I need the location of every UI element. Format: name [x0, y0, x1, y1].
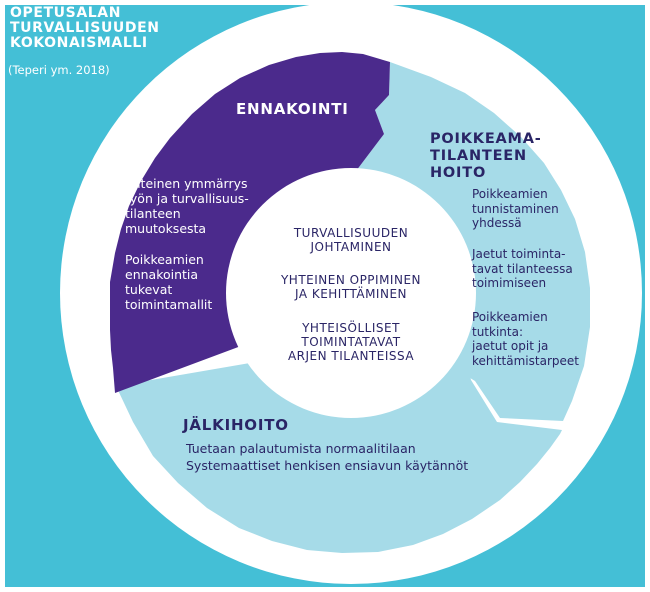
title-line: kokonaismalli	[10, 35, 148, 51]
center-item-toimintatavat: Yhteisölliset toimintatavat arjen tilant…	[241, 321, 461, 363]
heading-poikkeama: Poikkeama- tilanteen hoito	[430, 131, 542, 182]
ennakointi-text-2: Poikkeamien ennakointia tukevat toiminta…	[125, 252, 212, 312]
text-line: Tuetaan palautumista normaalitilaan	[186, 441, 416, 456]
text-line: tunnistaminen	[472, 201, 559, 216]
center-circle	[226, 168, 476, 418]
source-citation: (Teperi ym. 2018)	[8, 63, 110, 77]
text-line: Poikkeamien	[125, 252, 204, 267]
text-line: toimintamallit	[125, 297, 213, 312]
heading-jalkihoito: Jälkihoito	[183, 416, 289, 434]
text-line: työn ja turvallisuus-	[125, 191, 249, 206]
title-line: turvallisuuden	[10, 20, 160, 36]
diagram-title: Opetusalan turvallisuuden kokonaismalli	[10, 6, 160, 51]
poikkeama-text-1: Poikkeamien tunnistaminen yhdessä	[472, 187, 559, 231]
center-line: Yhteisölliset	[302, 321, 400, 335]
text-line: jaetut opit ja	[472, 339, 549, 353]
center-line: johtaminen	[310, 240, 392, 254]
text-line: tavat tilanteessa	[472, 261, 573, 276]
text-line: tutkinta:	[472, 324, 524, 339]
segment-jalkihoito	[116, 354, 562, 553]
center-line: toimintatavat	[301, 335, 401, 349]
text-line: Yhteinen ymmärrys	[125, 176, 248, 191]
text-line: ennakointia	[125, 267, 199, 282]
jalkihoito-text: Tuetaan palautumista normaalitilaan Syst…	[186, 440, 468, 474]
heading-line: tilanteen	[430, 148, 527, 164]
text-line: tilanteen	[125, 206, 181, 221]
text-line: toimimiseen	[472, 276, 547, 290]
poikkeama-text-2: Jaetut toiminta- tavat tilanteessa toimi…	[472, 247, 573, 291]
text-line: Systemaattiset henkisen ensiavun käytänn…	[186, 458, 469, 473]
text-line: Jaetut toiminta-	[472, 247, 566, 261]
text-line: Poikkeamien	[472, 310, 548, 324]
text-line: tukevat	[125, 282, 173, 297]
text-line: yhdessä	[472, 216, 522, 230]
heading-line: hoito	[430, 165, 487, 181]
center-line: arjen tilanteissa	[287, 349, 415, 363]
text-line: kehittämistarpeet	[472, 353, 579, 368]
center-line: ja kehittäminen	[294, 287, 408, 301]
heading-line: Poikkeama-	[430, 131, 542, 147]
center-line: Turvallisuuden	[293, 226, 409, 240]
segment-poikkeama	[353, 62, 590, 421]
center-item-oppiminen: Yhteinen oppiminen ja kehittäminen	[241, 273, 461, 301]
heading-ennakointi: Ennakointi	[236, 100, 349, 118]
center-line: Yhteinen oppiminen	[280, 273, 422, 287]
center-item-johtaminen: Turvallisuuden johtaminen	[241, 226, 461, 254]
poikkeama-text-3: Poikkeamien tutkinta: jaetut opit ja keh…	[472, 310, 579, 368]
text-line: Poikkeamien	[472, 187, 548, 201]
title-line: Opetusalan	[10, 5, 122, 21]
text-line: muutoksesta	[125, 221, 207, 236]
ennakointi-text-1: Yhteinen ymmärrys työn ja turvallisuus- …	[125, 176, 249, 236]
